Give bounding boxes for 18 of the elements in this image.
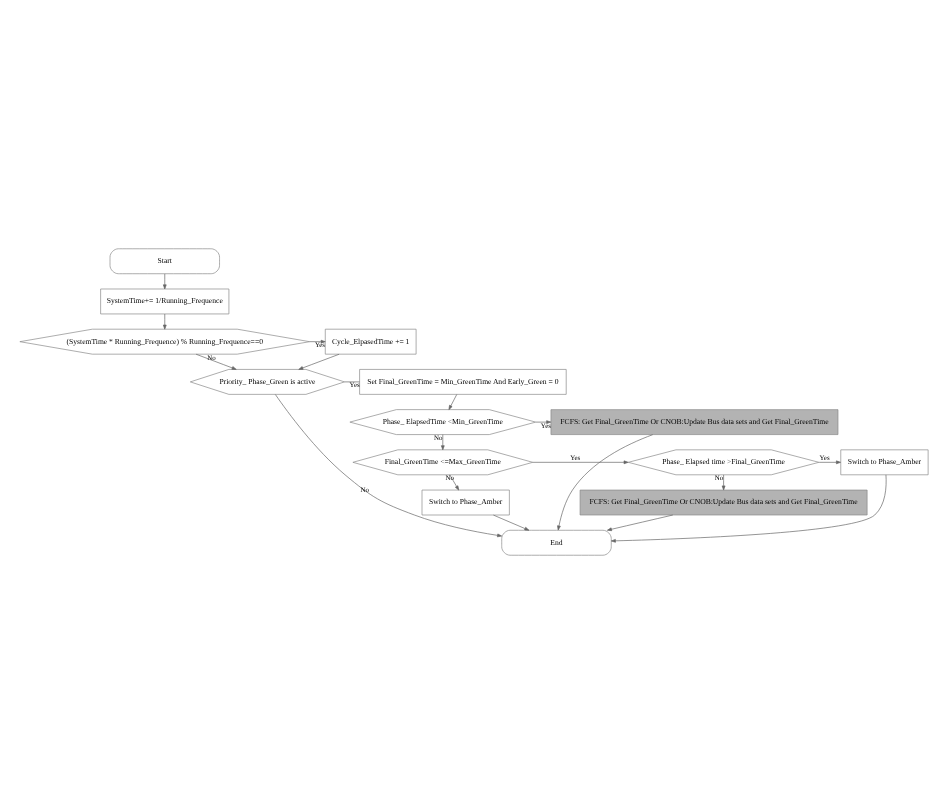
arrow xyxy=(818,460,841,465)
arrow xyxy=(275,394,503,538)
arrow xyxy=(449,474,460,491)
arrow xyxy=(557,434,654,531)
arrow xyxy=(532,460,629,465)
arrow xyxy=(610,474,887,543)
arrow xyxy=(607,514,674,532)
arrow xyxy=(441,434,445,451)
arrow xyxy=(195,353,237,370)
arrow xyxy=(493,514,530,531)
arrow xyxy=(298,353,340,370)
arrow xyxy=(162,313,167,330)
arrow xyxy=(309,339,326,344)
arrow xyxy=(162,273,167,290)
arrow xyxy=(535,420,552,424)
arrow xyxy=(448,394,458,410)
connector xyxy=(344,381,360,383)
arrow xyxy=(721,474,726,491)
